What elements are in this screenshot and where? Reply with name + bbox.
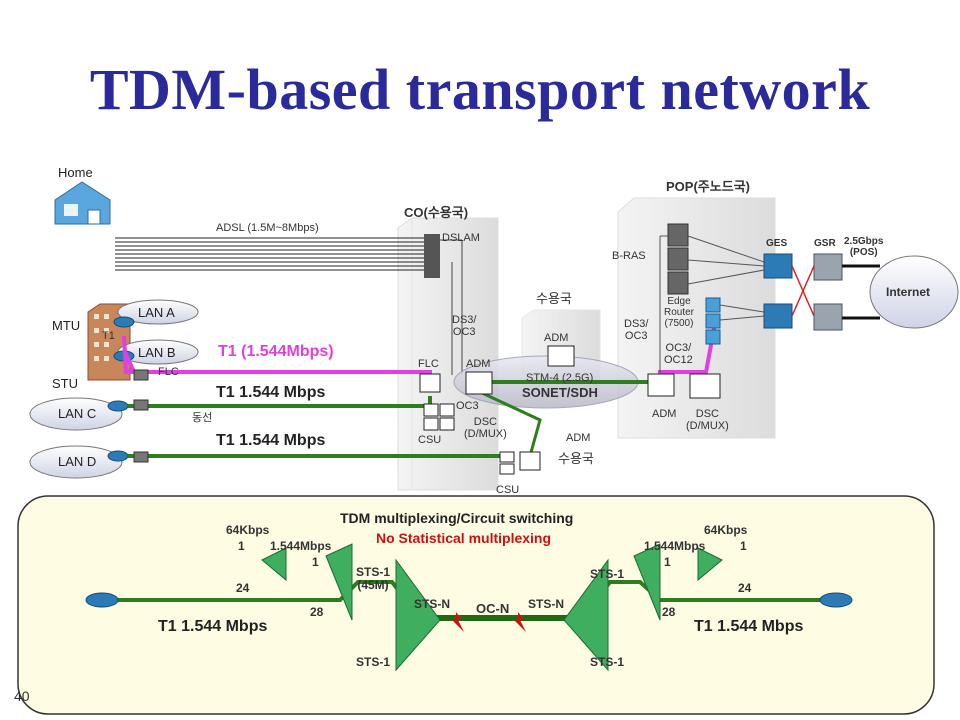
stsn-left-label: STS-N	[414, 597, 450, 611]
n24-right-label: 24	[738, 581, 752, 595]
lan-d-label: LAN D	[58, 454, 97, 469]
n1-right-label: 1	[740, 539, 747, 553]
t1-small-label: T1	[102, 330, 115, 342]
edge-router-label: Edge Router (7500)	[664, 296, 695, 329]
t1-green-label-2: T1 1.544 Mbps	[216, 432, 326, 449]
flc-small-label: FLC	[158, 366, 179, 378]
n28-left-label: 28	[310, 605, 324, 619]
oc3-co-label: OC3	[456, 400, 479, 412]
n1b-right-label: 1	[664, 555, 671, 569]
mux-triangles	[261, 543, 723, 672]
t1-pink-label: T1 (1.544Mbps)	[218, 343, 334, 360]
kbps-left-label: 64Kbps	[226, 523, 270, 537]
pop-equipment	[647, 223, 721, 399]
suyongguk-label-1: 수용국	[536, 291, 572, 306]
page-number: 40	[14, 688, 30, 704]
gsr-label: GSR	[814, 238, 836, 249]
ds3-oc3-co-label: DS3/ OC3	[452, 314, 477, 339]
cpe-boxes	[133, 369, 149, 463]
adm-center-label: ADM	[544, 332, 569, 344]
dslam-label: DSLAM	[442, 232, 480, 244]
csu-bottom-label: CSU	[496, 484, 520, 496]
tdm-panel	[17, 495, 935, 715]
pop-links	[659, 235, 765, 374]
adm-pop-label: ADM	[652, 408, 677, 420]
co-label: CO(수용국)	[404, 205, 469, 220]
ges-label: GES	[766, 238, 788, 249]
lan-a-label: LAN A	[138, 305, 175, 320]
mbps-left-label: 1.544Mbps	[270, 539, 332, 553]
home-label: Home	[58, 165, 93, 180]
sts1-right-label: STS-1	[590, 567, 625, 581]
t1-right-label: T1 1.544 Mbps	[694, 618, 804, 635]
lan-c-label: LAN C	[58, 406, 97, 421]
t1-left-label: T1 1.544 Mbps	[158, 618, 268, 635]
csu-co-label: CSU	[418, 434, 442, 446]
co-equipment	[419, 371, 493, 431]
stm4-label: STM-4 (2.5G)	[526, 372, 594, 384]
lan-a-cloud	[117, 299, 199, 325]
router-icon	[107, 316, 135, 462]
lan-c-cloud	[29, 397, 123, 431]
dsc-pop-label: DSC (D/MUX)	[686, 408, 729, 433]
adm-co-label: ADM	[466, 358, 491, 370]
bras-label: B-RAS	[612, 250, 646, 262]
page-title: TDM-based transport network	[89, 57, 871, 122]
dsc-co-label: DSC (D/MUX)	[464, 416, 507, 441]
adm-bottom-label: ADM	[566, 432, 591, 444]
n1b-left-label: 1	[312, 555, 319, 569]
n24-left-label: 24	[236, 581, 250, 595]
oc3-oc12-label: OC3/ OC12	[664, 342, 693, 367]
panel-heading: TDM multiplexing/Circuit switching	[340, 510, 574, 526]
pos-label: 2.5Gbps (POS)	[844, 236, 884, 258]
sts1-bottom-right-label: STS-1	[590, 655, 625, 669]
pos-links	[842, 264, 880, 320]
co-building	[397, 217, 499, 491]
mbps-right-label: 1.544Mbps	[644, 539, 706, 553]
ocn-label: OC-N	[476, 601, 510, 616]
internet-cloud	[869, 255, 959, 329]
ds3-oc3-pop-label: DS3/ OC3	[624, 318, 649, 343]
mtu-label: MTU	[52, 318, 81, 333]
lan-b-label: LAN B	[138, 345, 176, 360]
cross-links	[791, 265, 815, 317]
kbps-right-label: 64Kbps	[704, 523, 748, 537]
internet-label: Internet	[886, 285, 931, 299]
flc-co-label: FLC	[418, 358, 439, 370]
pop-label: POP(주노드국)	[666, 179, 750, 194]
gsr-router-icon	[813, 253, 843, 331]
sonet-label: SONET/SDH	[522, 385, 598, 400]
dslam-box	[424, 234, 440, 278]
dongseon-label: 동선	[192, 412, 213, 424]
lan-d-cloud	[29, 445, 123, 479]
adsl-lines	[115, 237, 428, 271]
n28-right-label: 28	[662, 605, 676, 619]
adm-center-equipment	[499, 345, 575, 475]
home-icon	[54, 181, 111, 225]
sts1-bottom-left-label: STS-1	[356, 655, 391, 669]
panel-router-icon	[85, 592, 853, 608]
n1-left-label: 1	[238, 539, 245, 553]
sts1-left-label: STS-1 (45M)	[356, 565, 391, 593]
suyongguk-label-2: 수용국	[558, 451, 594, 466]
panel-subheading: No Statistical multiplexing	[376, 530, 552, 546]
lightning-icon	[452, 612, 526, 632]
stu-label: STU	[52, 376, 78, 391]
t1-green-label-1: T1 1.544 Mbps	[216, 384, 326, 401]
stsn-right-label: STS-N	[528, 597, 564, 611]
dslam-uplinks	[440, 239, 463, 375]
adsl-label: ADSL (1.5M~8Mbps)	[216, 222, 319, 234]
